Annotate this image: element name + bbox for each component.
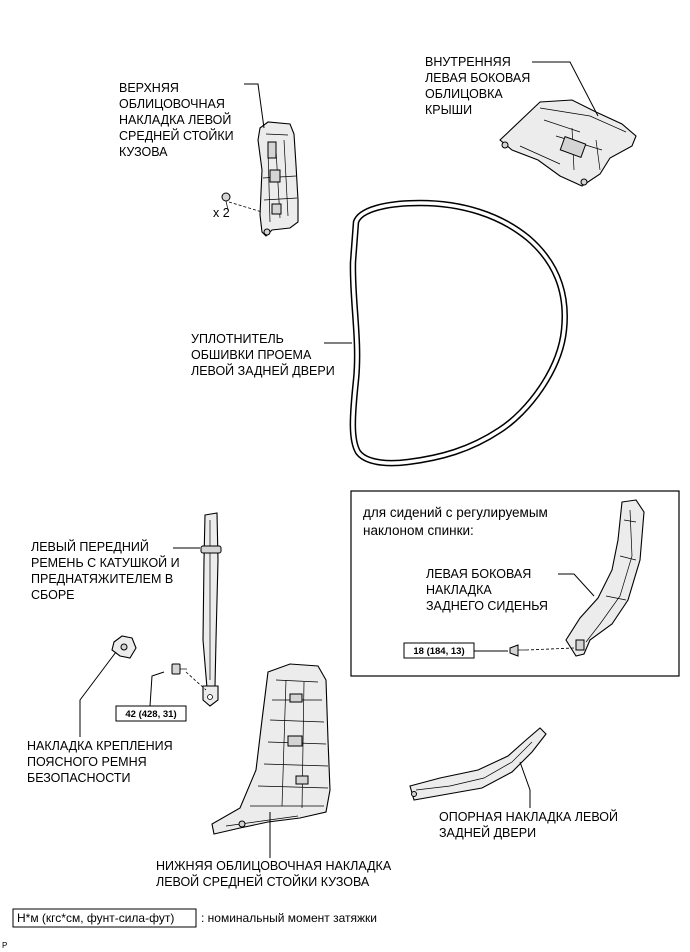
rear-seat-side-trim — [565, 499, 645, 657]
bolt-icon — [171, 663, 187, 675]
label-line: ЛЕВОЙ ЗАДНЕЙ ДВЕРИ — [191, 363, 335, 378]
label-line: ЗАДНЕЙ ДВЕРИ — [439, 825, 536, 840]
legend-description: : номинальный момент затяжки — [201, 911, 377, 925]
label-line: РЕМЕНЬ С КАТУШКОЙ И — [31, 555, 180, 570]
label-line: ОБЛИЦОВОЧНАЯ — [119, 97, 225, 111]
front-seat-belt-assembly — [200, 512, 222, 707]
label-line: ОБЛИЦОВКА — [425, 87, 503, 101]
label-line: для сидений с регулируемым — [363, 505, 548, 520]
corner-mark: P — [2, 941, 7, 950]
label-line: ПОЯСНОГО РЕМНЯ — [27, 755, 147, 769]
label-roof-side-trim: ВНУТРЕННЯЯ ЛЕВАЯ БОКОВАЯ ОБЛИЦОВКА КРЫШИ — [425, 55, 534, 117]
torque-box-seat-side-trim: 18 (184, 13) — [403, 642, 475, 659]
label-seat-side-trim: ЛЕВАЯ БОКОВАЯ НАКЛАДКА ЗАДНЕГО СИДЕНЬЯ — [426, 567, 548, 613]
label-line: ЛЕВОЙ СРЕДНЕЙ СТОЙКИ КУЗОВА — [156, 874, 370, 889]
label-line: наклоном спинки: — [363, 523, 474, 538]
label-lower-b-pillar: НИЖНЯЯ ОБЛИЦОВОЧНАЯ НАКЛАДКА ЛЕВОЙ СРЕДН… — [156, 859, 395, 889]
label-line: СРЕДНЕЙ СТОЙКИ — [119, 128, 234, 143]
label-seat-belt: ЛЕВЫЙ ПЕРЕДНИЙ РЕМЕНЬ С КАТУШКОЙ И ПРЕДН… — [31, 539, 183, 602]
label-line: НАКЛАДКА — [426, 583, 492, 597]
label-line: КРЫШИ — [425, 103, 472, 117]
quantity-label: x 2 — [213, 206, 230, 220]
torque-legend: Н*м (кгс*см, фунт-сила-фут) : номинальны… — [12, 908, 377, 928]
label-upper-b-pillar: ВЕРХНЯЯ ОБЛИЦОВОЧНАЯ НАКЛАДКА ЛЕВОЙ СРЕД… — [119, 81, 237, 159]
label-line: ЛЕВАЯ БОКОВАЯ — [426, 567, 531, 581]
label-line: ПРЕДНАТЯЖИТЕЛЕМ В — [31, 572, 173, 586]
label-weatherstrip: УПЛОТНИТЕЛЬ ОБШИВКИ ПРОЕМА ЛЕВОЙ ЗАДНЕЙ … — [191, 332, 335, 378]
label-line: ВЕРХНЯЯ — [119, 81, 179, 95]
label-line: НАКЛАДКА ЛЕВОЙ — [119, 112, 231, 127]
label-line: ОБШИВКИ ПРОЕМА — [191, 348, 312, 362]
torque-value: 18 (184, 13) — [413, 646, 464, 657]
belt-anchor-cover — [111, 635, 137, 659]
door-opening-weatherstrip — [349, 199, 568, 467]
label-line: ЗАДНЕГО СИДЕНЬЯ — [426, 599, 548, 613]
label-belt-anchor-cover: НАКЛАДКА КРЕПЛЕНИЯ ПОЯСНОГО РЕМНЯ БЕЗОПА… — [27, 739, 176, 785]
clip-icon — [221, 192, 231, 211]
label-scuff-plate: ОПОРНАЯ НАКЛАДКА ЛЕВОЙ ЗАДНЕЙ ДВЕРИ — [439, 809, 621, 840]
legend-units: Н*м (кгс*см, фунт-сила-фут) — [17, 911, 174, 925]
label-line: ВНУТРЕННЯЯ — [425, 55, 511, 69]
label-line: БЕЗОПАСНОСТИ — [27, 771, 130, 785]
label-line: ЛЕВАЯ БОКОВАЯ — [425, 71, 530, 85]
label-line: НАКЛАДКА КРЕПЛЕНИЯ — [27, 739, 173, 753]
bolt-icon — [509, 644, 526, 657]
lower-b-pillar-trim — [211, 663, 331, 835]
upper-b-pillar-trim — [257, 121, 299, 237]
label-line: ЛЕВЫЙ ПЕРЕДНИЙ — [31, 539, 149, 554]
label-line: УПЛОТНИТЕЛЬ — [191, 332, 284, 346]
reclining-seat-inset: для сидений с регулируемым наклоном спин… — [350, 490, 680, 677]
rear-door-scuff-plate — [409, 727, 547, 801]
inset-title: для сидений с регулируемым наклоном спин… — [363, 505, 552, 538]
label-line: КУЗОВА — [119, 145, 168, 159]
label-line: НИЖНЯЯ ОБЛИЦОВОЧНАЯ НАКЛАДКА — [156, 859, 392, 873]
torque-value: 42 (428, 31) — [125, 709, 176, 720]
roof-side-trim — [499, 99, 637, 187]
torque-box-seat-belt: 42 (428, 31) — [115, 705, 187, 722]
label-line: ОПОРНАЯ НАКЛАДКА ЛЕВОЙ — [439, 809, 618, 824]
label-line: СБОРЕ — [31, 588, 75, 602]
